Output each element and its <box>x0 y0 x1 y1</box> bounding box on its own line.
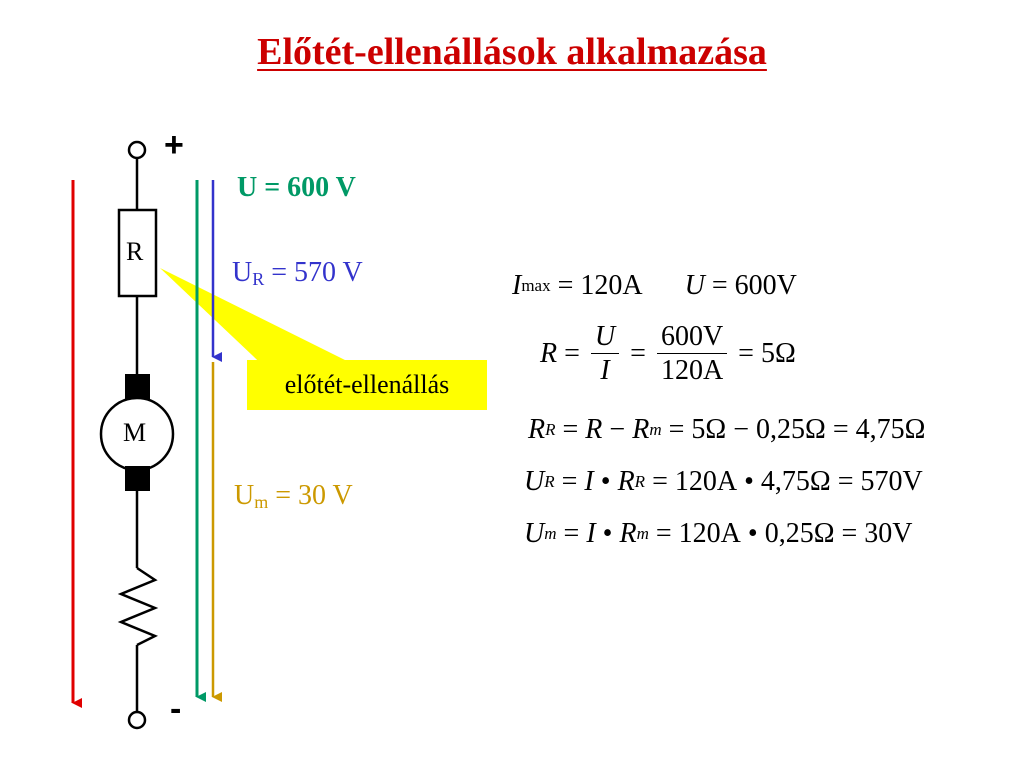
minus-terminal <box>127 710 147 730</box>
callout-box: előtét-ellenállás <box>247 360 487 410</box>
resistor-label: R <box>126 237 144 266</box>
slide-title: Előtét-ellenállások alkalmazása <box>257 31 767 73</box>
plus-terminal <box>127 140 147 160</box>
motor-label: M <box>123 418 147 447</box>
motor-brush-bottom <box>125 466 150 491</box>
motor-winding-zigzag <box>117 566 159 647</box>
u-m-label: Um = 30 V <box>234 480 353 512</box>
plus-label: + <box>164 126 184 164</box>
u-total-label: U = 600 V <box>237 172 356 203</box>
u-r-label: UR = 570 V <box>232 257 363 289</box>
motor-brush-top <box>125 374 150 399</box>
minus-label: - <box>170 690 182 728</box>
resistor-r <box>117 208 158 298</box>
